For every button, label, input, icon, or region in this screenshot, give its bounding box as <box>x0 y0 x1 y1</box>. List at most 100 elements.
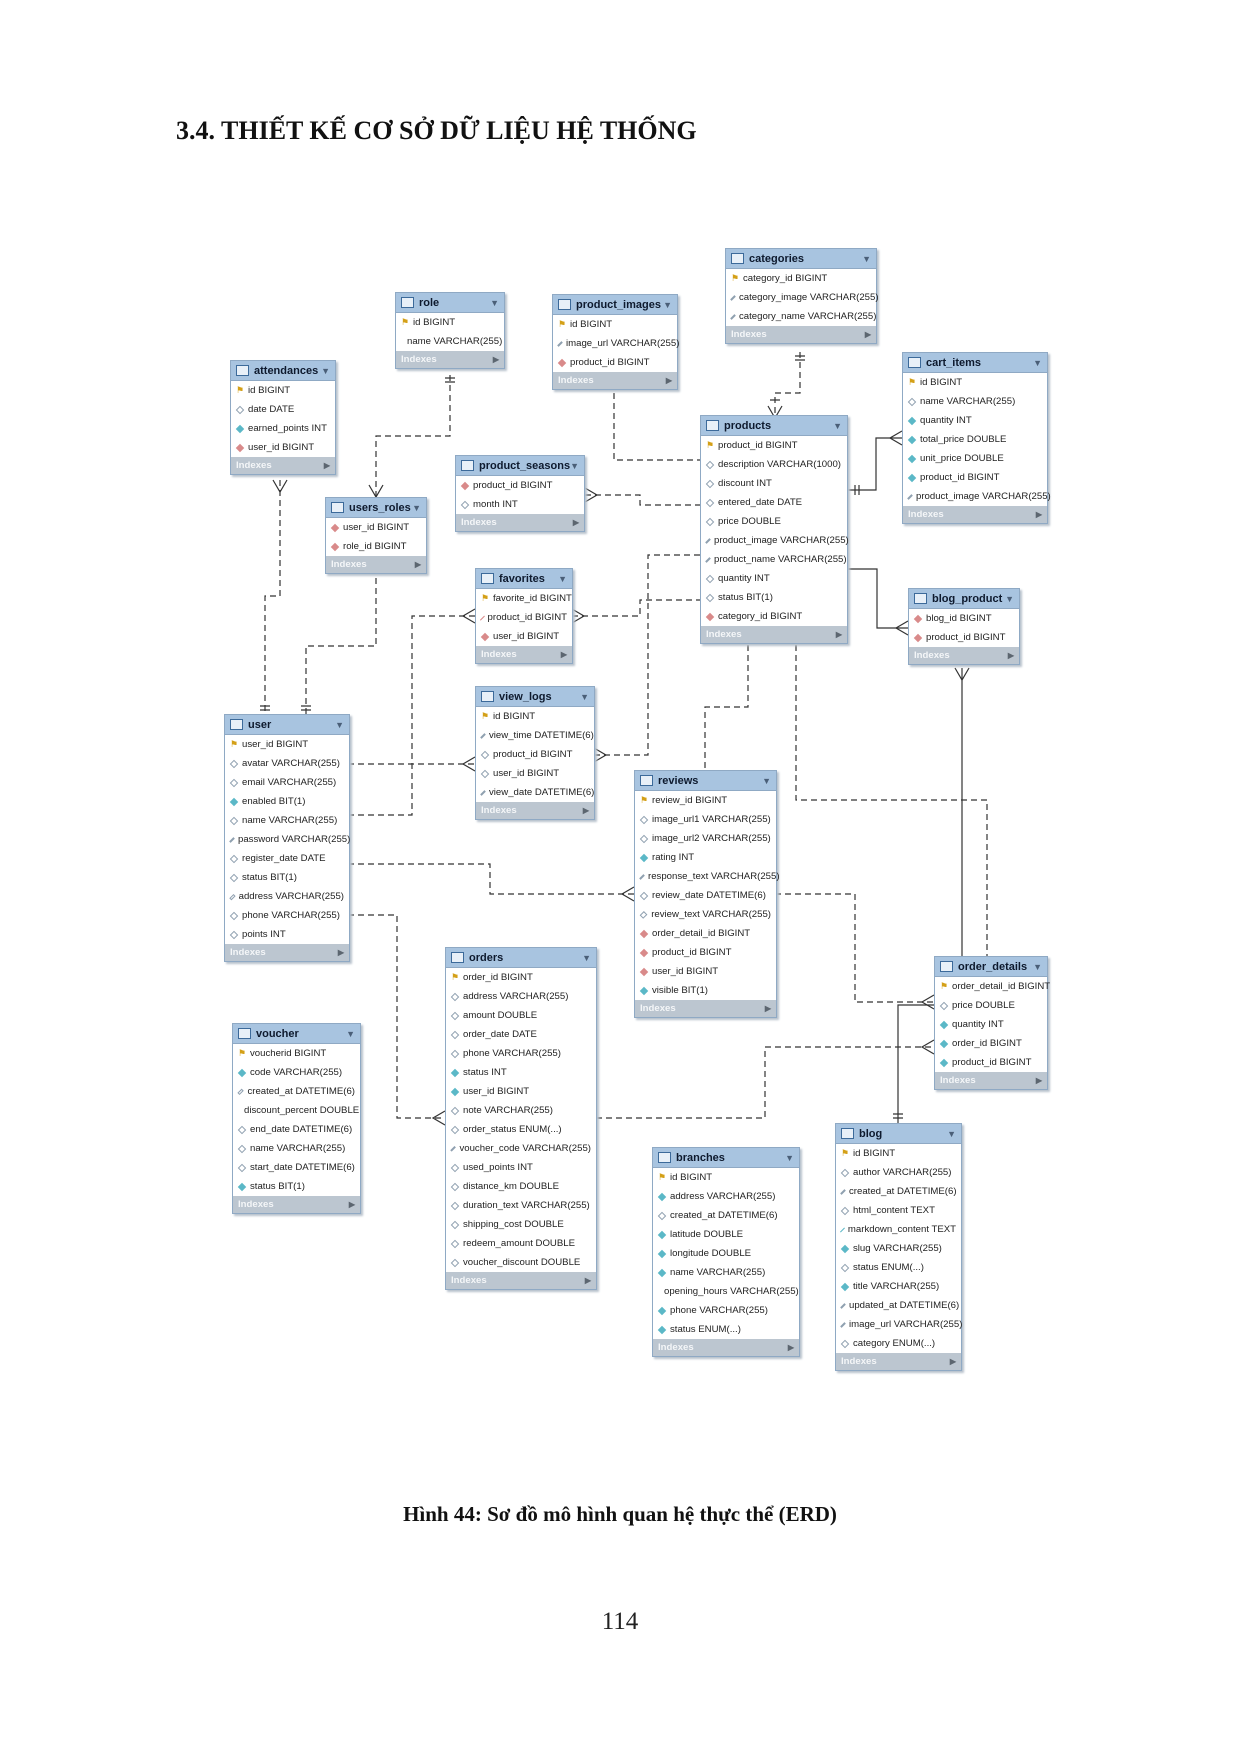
column-row[interactable]: redeem_amount DOUBLE <box>446 1234 596 1253</box>
column-row[interactable]: user_id BIGINT <box>635 962 776 981</box>
expand-arrow-icon[interactable]: ▶ <box>582 806 589 815</box>
column-row[interactable]: response_text VARCHAR(255) <box>635 867 780 886</box>
table-header[interactable]: order_details▼ <box>935 957 1047 977</box>
column-row[interactable]: markdown_content TEXT <box>836 1220 961 1239</box>
column-row[interactable]: price DOUBLE <box>701 512 847 531</box>
column-row[interactable]: discount_percent DOUBLE <box>233 1101 360 1120</box>
indexes-footer[interactable]: Indexes▶ <box>456 514 584 531</box>
column-row[interactable]: created_at DATETIME(6) <box>653 1206 799 1225</box>
column-row[interactable]: image_url VARCHAR(255) <box>836 1315 962 1334</box>
column-row[interactable]: ⚑id BIGINT <box>836 1144 961 1163</box>
expand-arrow-icon[interactable]: ▶ <box>323 461 330 470</box>
column-row[interactable]: ⚑id BIGINT <box>653 1168 799 1187</box>
indexes-footer[interactable]: Indexes▶ <box>553 372 677 389</box>
column-row[interactable]: product_image VARCHAR(255) <box>903 487 1051 506</box>
column-row[interactable]: image_url VARCHAR(255) <box>553 334 679 353</box>
table-header[interactable]: branches▼ <box>653 1148 799 1168</box>
column-row[interactable]: ⚑order_detail_id BIGINT <box>935 977 1050 996</box>
column-row[interactable]: start_date DATETIME(6) <box>233 1158 360 1177</box>
table-header[interactable]: role▼ <box>396 293 504 313</box>
column-row[interactable]: product_image VARCHAR(255) <box>701 531 849 550</box>
column-row[interactable]: ⚑voucherid BIGINT <box>233 1044 360 1063</box>
indexes-footer[interactable]: Indexes▶ <box>903 506 1047 523</box>
expand-arrow-icon[interactable]: ▶ <box>665 376 672 385</box>
collapse-arrow-icon[interactable]: ▼ <box>490 297 499 308</box>
column-row[interactable]: ⚑review_id BIGINT <box>635 791 776 810</box>
table-header[interactable]: cart_items▼ <box>903 353 1047 373</box>
column-row[interactable]: category ENUM(...) <box>836 1334 961 1353</box>
column-row[interactable]: end_date DATETIME(6) <box>233 1120 360 1139</box>
column-row[interactable]: quantity INT <box>701 569 847 588</box>
column-row[interactable]: view_date DATETIME(6) <box>476 783 594 802</box>
collapse-arrow-icon[interactable]: ▼ <box>582 952 591 963</box>
indexes-footer[interactable]: Indexes▶ <box>836 1353 961 1370</box>
column-row[interactable]: duration_text VARCHAR(255) <box>446 1196 596 1215</box>
expand-arrow-icon[interactable]: ▶ <box>492 355 499 364</box>
column-row[interactable]: product_name VARCHAR(255) <box>701 550 847 569</box>
column-row[interactable]: view_time DATETIME(6) <box>476 726 594 745</box>
column-row[interactable]: code VARCHAR(255) <box>233 1063 360 1082</box>
column-row[interactable]: user_id BIGINT <box>476 764 594 783</box>
column-row[interactable]: date DATE <box>231 400 335 419</box>
column-row[interactable]: ⚑id BIGINT <box>231 381 335 400</box>
table-header[interactable]: product_seasons▼ <box>456 456 584 476</box>
indexes-footer[interactable]: Indexes▶ <box>476 802 594 819</box>
column-row[interactable]: amount DOUBLE <box>446 1006 596 1025</box>
collapse-arrow-icon[interactable]: ▼ <box>1005 593 1014 604</box>
column-row[interactable]: email VARCHAR(255) <box>225 773 349 792</box>
column-row[interactable]: order_status ENUM(...) <box>446 1120 596 1139</box>
collapse-arrow-icon[interactable]: ▼ <box>558 573 567 584</box>
column-row[interactable]: slug VARCHAR(255) <box>836 1239 961 1258</box>
column-row[interactable]: ⚑favorite_id BIGINT <box>476 589 572 608</box>
column-row[interactable]: status ENUM(...) <box>653 1320 799 1339</box>
indexes-footer[interactable]: Indexes▶ <box>635 1000 776 1017</box>
expand-arrow-icon[interactable]: ▶ <box>835 630 842 639</box>
collapse-arrow-icon[interactable]: ▼ <box>947 1128 956 1139</box>
column-row[interactable]: status ENUM(...) <box>836 1258 961 1277</box>
expand-arrow-icon[interactable]: ▶ <box>787 1343 794 1352</box>
column-row[interactable]: enabled BIT(1) <box>225 792 349 811</box>
column-row[interactable]: blog_id BIGINT <box>909 609 1019 628</box>
column-row[interactable]: image_url1 VARCHAR(255) <box>635 810 776 829</box>
column-row[interactable]: status BIT(1) <box>701 588 847 607</box>
expand-arrow-icon[interactable]: ▶ <box>864 330 871 339</box>
column-row[interactable]: quantity INT <box>935 1015 1047 1034</box>
indexes-footer[interactable]: Indexes▶ <box>726 326 876 343</box>
column-row[interactable]: review_text VARCHAR(255) <box>635 905 776 924</box>
column-row[interactable]: longitude DOUBLE <box>653 1244 799 1263</box>
column-row[interactable]: discount INT <box>701 474 847 493</box>
collapse-arrow-icon[interactable]: ▼ <box>862 253 871 264</box>
column-row[interactable]: title VARCHAR(255) <box>836 1277 961 1296</box>
collapse-arrow-icon[interactable]: ▼ <box>762 775 771 786</box>
column-row[interactable]: created_at DATETIME(6) <box>836 1182 961 1201</box>
indexes-footer[interactable]: Indexes▶ <box>225 944 349 961</box>
collapse-arrow-icon[interactable]: ▼ <box>570 460 580 471</box>
table-header[interactable]: reviews▼ <box>635 771 776 791</box>
indexes-footer[interactable]: Indexes▶ <box>701 626 847 643</box>
column-row[interactable]: total_price DOUBLE <box>903 430 1047 449</box>
column-row[interactable]: product_id BIGINT <box>456 476 584 495</box>
collapse-arrow-icon[interactable]: ▼ <box>580 691 589 702</box>
table-header[interactable]: products▼ <box>701 416 847 436</box>
column-row[interactable]: created_at DATETIME(6) <box>233 1082 360 1101</box>
column-row[interactable]: address VARCHAR(255) <box>446 987 596 1006</box>
column-row[interactable]: used_points INT <box>446 1158 596 1177</box>
column-row[interactable]: ⚑order_id BIGINT <box>446 968 596 987</box>
column-row[interactable]: price DOUBLE <box>935 996 1047 1015</box>
column-row[interactable]: role_id BIGINT <box>326 537 426 556</box>
column-row[interactable]: avatar VARCHAR(255) <box>225 754 349 773</box>
column-row[interactable]: updated_at DATETIME(6) <box>836 1296 961 1315</box>
table-header[interactable]: categories▼ <box>726 249 876 269</box>
expand-arrow-icon[interactable]: ▶ <box>1007 651 1014 660</box>
